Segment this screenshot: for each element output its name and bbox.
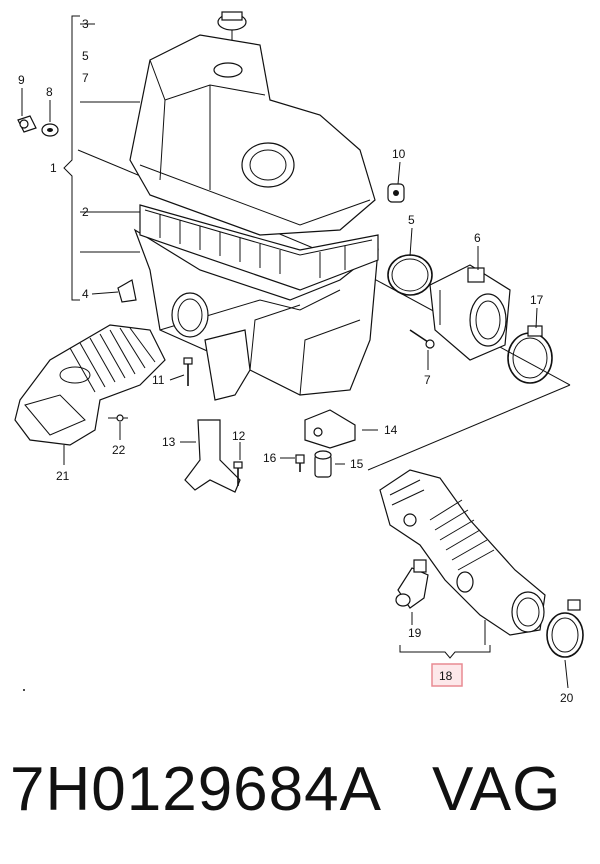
bracket-part-14 (304, 409, 356, 449)
callout-18: 18 (439, 669, 453, 683)
callout-12: 12 (232, 429, 246, 443)
exploded-parts-diagram: 1 2 3 4 5 7 9 8 10 5 6 17 7 11 12 13 14 … (14, 11, 584, 705)
air-mass-meter-part-6 (429, 264, 511, 361)
callout-15: 15 (350, 457, 364, 471)
valve-part-19 (395, 559, 429, 609)
callout-17: 17 (530, 293, 544, 307)
grommet-part-10 (387, 183, 405, 203)
screw-part-7 (409, 329, 435, 349)
bolt-part-9 (17, 115, 37, 133)
bracket-part-13 (184, 329, 251, 493)
callout-19: 19 (408, 626, 422, 640)
air-filter-housing (129, 34, 379, 396)
bolt-part-12 (233, 461, 243, 486)
bolt-part-11 (183, 357, 193, 386)
callout-11: 11 (152, 373, 165, 387)
filter-pleats (159, 214, 346, 278)
hose-clamp-part-17 (507, 325, 553, 384)
callout-6: 6 (474, 231, 481, 245)
callout-4: 4 (82, 287, 89, 301)
hose-clamp-part-20 (546, 599, 584, 658)
callout-21: 21 (56, 469, 70, 483)
callout-22: 22 (112, 443, 126, 457)
callout-8: 8 (46, 85, 53, 99)
o-ring-part-5 (387, 254, 433, 296)
small-part-4 (117, 279, 137, 303)
bolt-part-16 (295, 454, 305, 472)
callout-20: 20 (560, 691, 574, 705)
hose-ribs (389, 479, 495, 571)
clip-part-8 (41, 123, 59, 137)
group-bracket-18 (399, 612, 491, 659)
highlight-box-18 (431, 663, 463, 687)
callout-5a: 5 (82, 49, 89, 63)
callout-10: 10 (392, 147, 406, 161)
part-number-text: 7H0129684A (10, 755, 382, 824)
callout-13: 13 (162, 435, 176, 449)
callout-16: 16 (263, 451, 277, 465)
callout-2: 2 (82, 205, 89, 219)
duct-ribs (69, 327, 156, 393)
callout-3: 3 (82, 17, 89, 31)
stray-dot (23, 689, 25, 691)
callout-7a: 7 (82, 71, 89, 85)
callout-1: 1 (50, 161, 57, 175)
group-bracket-1 (63, 15, 140, 301)
footer: 7H0129684A VAG (0, 740, 600, 850)
leader-lines (21, 88, 569, 689)
callout-labels: 1 2 3 4 5 7 9 8 10 5 6 17 7 11 12 13 14 … (18, 17, 574, 705)
rubber-mount-part-15 (314, 450, 332, 478)
intake-duct-part-21 (14, 324, 166, 446)
callout-14: 14 (384, 423, 398, 437)
sensor-part-22 (108, 414, 128, 422)
rubber-cap-part (217, 11, 247, 31)
intake-hose-part-18 (379, 469, 546, 636)
callout-5b: 5 (408, 213, 415, 227)
callout-7b: 7 (424, 373, 431, 387)
callout-9: 9 (18, 73, 25, 87)
brand-text: VAG (432, 755, 562, 824)
